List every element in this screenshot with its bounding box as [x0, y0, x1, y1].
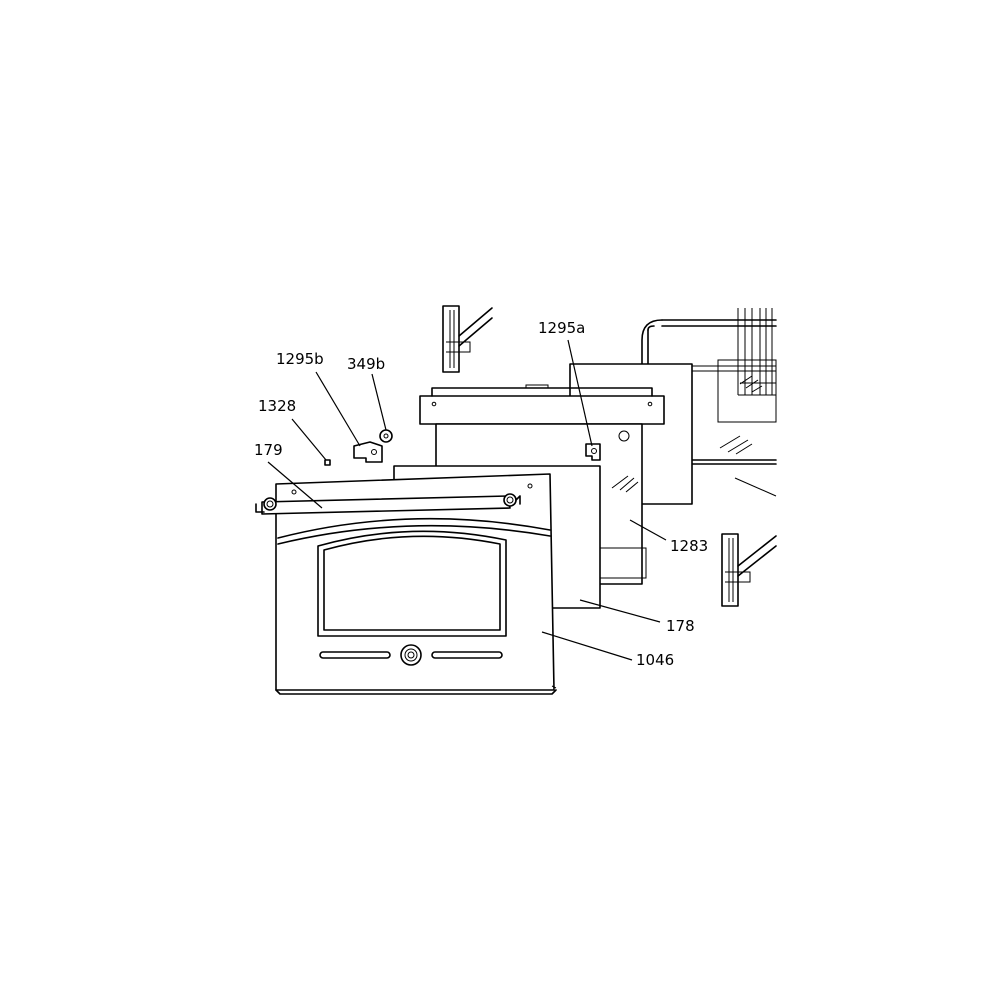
hinge-bracket-1295b — [353, 441, 383, 463]
clip-1328 — [324, 459, 331, 466]
callout-349b: 349b — [347, 355, 385, 373]
washer-349b — [379, 429, 393, 443]
callout-1328: 1328 — [258, 397, 296, 415]
handle-bar — [255, 493, 521, 515]
callout-1283: 1283 — [670, 537, 708, 555]
hinge-slot-lower — [721, 533, 777, 607]
callout-1046: 1046 — [636, 651, 674, 669]
leader-lines — [267, 339, 667, 661]
callout-178: 178 — [666, 617, 695, 635]
callout-1295b: 1295b — [276, 350, 324, 368]
callout-179: 179 — [254, 441, 283, 459]
hinge-slot-upper — [442, 305, 493, 373]
callout-1295a: 1295a — [538, 319, 585, 337]
hinge-bracket-1295a — [585, 443, 601, 461]
front-door-panel — [275, 473, 557, 695]
